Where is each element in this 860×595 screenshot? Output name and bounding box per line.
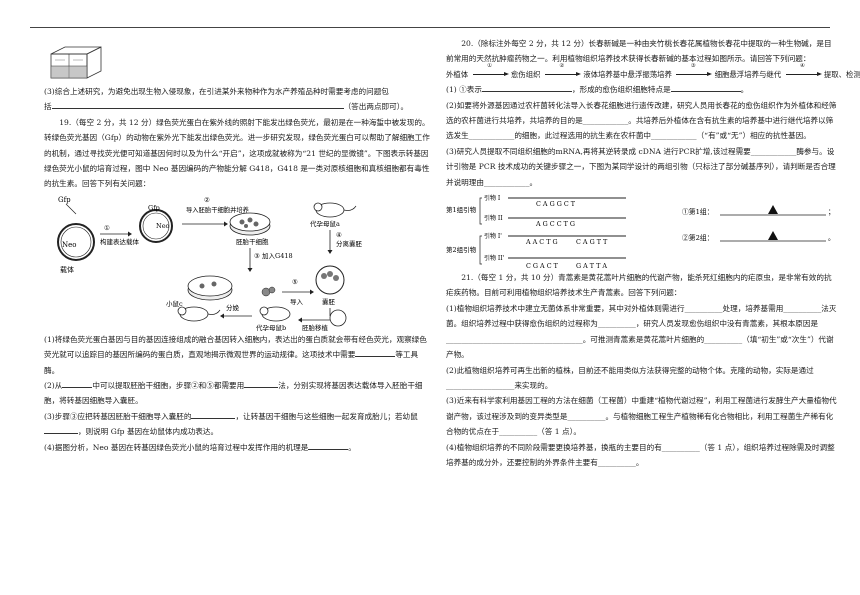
- import-label: 导入: [290, 298, 304, 306]
- answer2-label: ②第2组：: [682, 233, 714, 242]
- q18-3-line1: (3)综合上述研究，为避免出现生物入侵现象，在引进某外来物种作为水产养殖品种时需…: [44, 87, 389, 96]
- primer2-label: 引物 II: [484, 214, 503, 222]
- left-column: (3)综合上述研究，为避免出现生物入侵现象，在引进某外来物种作为水产养殖品种时需…: [44, 36, 432, 455]
- transgenic-mouse-diagram: Gfp Neo 载体 ① 构建表达载体 Gfp Neo ② 导入胚胎干细胞并培养…: [57, 196, 363, 332]
- q18-3-line2: 括（答出两点即可）。: [44, 99, 432, 114]
- aquarium-figure: [50, 46, 102, 79]
- q19-3: (3)步骤③应把转基因胚胎干细胞导入囊胚的，让转基因干细胞与这些细胞一起发育成胎…: [44, 409, 432, 440]
- answer-blank[interactable]: [62, 378, 93, 389]
- flow-subculture: 细胞悬浮培养与继代: [714, 69, 782, 79]
- mother-a-label: 代孕母鼠a: [310, 219, 340, 228]
- q21-1: (1)植物组织培养技术中建立无菌体系非常重要，其中对外植体则需进行_______…: [446, 303, 837, 360]
- step4-text: 分离囊胚: [336, 239, 363, 248]
- q21-4: (4)植物组织培养的不同阶段需要更换培养基，换瓶的主要目的有__________…: [446, 442, 835, 467]
- seq4a: C G A C T: [526, 262, 559, 270]
- primer-diagram: 第1组引物 引物 I C A G G C T 引物 II A G C C T G…: [446, 194, 835, 270]
- q21-2: (2)此植物组织培养可再生出新的植株，目前还不能用类似方法获得完整的动物个体。克…: [446, 365, 814, 390]
- gfp-arrow: [65, 203, 77, 215]
- triangle-icon: [768, 205, 778, 215]
- blastocyst-label: 囊胚: [322, 297, 336, 306]
- esc-label: 胚胎干细胞: [236, 237, 269, 246]
- mother-b-label: 代孕母鼠b: [256, 323, 286, 332]
- answer-blank[interactable]: [670, 82, 741, 93]
- seq4b: G A T T A: [576, 262, 607, 270]
- answer-blank[interactable]: [308, 440, 349, 450]
- header-rule: [30, 27, 830, 28]
- culture-flow: 外植体 ① 愈伤组织 ② 液体培养基中悬浮振荡培养 ③ 细胞悬浮培养与继代 ④ …: [446, 63, 860, 82]
- seq2: A G C C T G: [535, 220, 575, 228]
- group2-label: 第2组引物: [446, 245, 477, 254]
- answer1-label: ①第1组：: [682, 207, 714, 216]
- neo-label: Neo: [62, 241, 76, 249]
- q19-stem: 19.（每空 2 分，共 12 分）绿色荧光蛋白在紫外线的照射下能发出绿色荧光，…: [44, 117, 430, 189]
- flow-step3: ③: [690, 62, 696, 69]
- mouse-c-label: 小鼠c: [166, 299, 183, 308]
- q20-stem: 20.（除标注外每空 2 分，共 12 分）长春新碱是一种由夹竹桃长春花属植物长…: [446, 39, 832, 64]
- answer-blank[interactable]: [44, 424, 78, 435]
- step1-number: ①: [104, 224, 110, 232]
- expression-vector: [139, 208, 173, 243]
- q21-stem: 21.（每空 1 分，共 10 分）青蒿素是黄花蒿叶片细胞的代谢产物，能杀死红细…: [446, 273, 832, 298]
- group1-label: 第1组引物: [446, 205, 477, 214]
- birth-label: 分娩: [226, 303, 240, 312]
- step3-number: ③: [254, 252, 260, 260]
- q19-2: (2)从中可以提取胚胎干细胞，步骤②和⑤都需要用法，分别实现将基因表达载体导入胚…: [44, 378, 432, 409]
- flow-step4: ④: [800, 62, 805, 69]
- step2-number: ②: [204, 196, 210, 204]
- primer1b-label: 引物 I': [484, 232, 502, 240]
- step3-text: 加入G418: [262, 251, 293, 260]
- triangle-icon: [768, 231, 778, 241]
- answer2-sep: 。: [828, 234, 835, 242]
- q20-1: (1) ①表示，形成的愈伤组织细胞特点是。: [446, 82, 838, 97]
- answer1-sep: ；: [828, 208, 835, 216]
- flow-extract: 提取、检测: [823, 69, 860, 79]
- answer-blank[interactable]: [355, 347, 396, 358]
- carrier-plasmid: [57, 222, 95, 261]
- flow-step1: ①: [487, 62, 493, 69]
- primer2b-label: 引物 II': [484, 254, 505, 262]
- flow-callus: 愈伤组织: [510, 69, 541, 79]
- flow-suspension: 液体培养基中悬浮振荡培养: [583, 69, 672, 79]
- q21-3: (3)近来有科学家利用基因工程的方法在细菌（工程菌）中重建“植物代谢过程”，利用…: [446, 396, 837, 437]
- transplant-label: 胚胎移植: [302, 323, 329, 332]
- gfp2-label: Gfp: [148, 204, 160, 212]
- blastocyst-icon: [315, 265, 345, 295]
- seq1: C A G G C T: [536, 200, 576, 208]
- answer-blank[interactable]: [51, 99, 344, 110]
- answer-blank[interactable]: [191, 409, 236, 419]
- carrier-label: 载体: [60, 265, 74, 274]
- seq3a: A A C T G: [525, 238, 558, 246]
- step1-text: 构建表达载体: [100, 237, 140, 246]
- q19-4: (4)据图分析，Neo 基因在转基因绿色荧光小鼠的培育过程中发挥作用的机理是。: [44, 440, 432, 455]
- q20-2: (2)如要将外源基因通过农杆菌转化法导入长春花细胞进行遗传改建，研究人员用长春花…: [446, 100, 837, 141]
- answer-blank[interactable]: [244, 378, 279, 389]
- right-column: 20.（除标注外每空 2 分，共 12 分）长春新碱是一种由夹竹桃长春花属植物长…: [446, 36, 860, 470]
- q19-1: (1)将绿色荧光蛋白基因与目的基因连接组成的融合基因转入细胞内，表达出的蛋白质就…: [44, 334, 427, 375]
- cell-cluster: [261, 287, 271, 297]
- gfp-label: Gfp: [58, 196, 71, 204]
- neo2-label: Neo: [156, 222, 170, 230]
- q20-3: (3)研究人员提取不同组织细胞的mRNA,再将其逆转录成 cDNA 进行PCR扩…: [446, 146, 836, 187]
- answer-blank[interactable]: [481, 82, 572, 93]
- step4-number: ④: [336, 231, 342, 239]
- embryo-icon: [329, 309, 347, 327]
- flow-explant: 外植体: [446, 69, 469, 79]
- step5-number: ⑤: [292, 278, 298, 286]
- primer1-label: 引物 I: [484, 194, 501, 202]
- seq3b: C A G T T: [576, 238, 608, 246]
- step2-text: 导入胚胎干细胞并培养: [186, 205, 250, 214]
- flow-step2: ②: [559, 62, 565, 69]
